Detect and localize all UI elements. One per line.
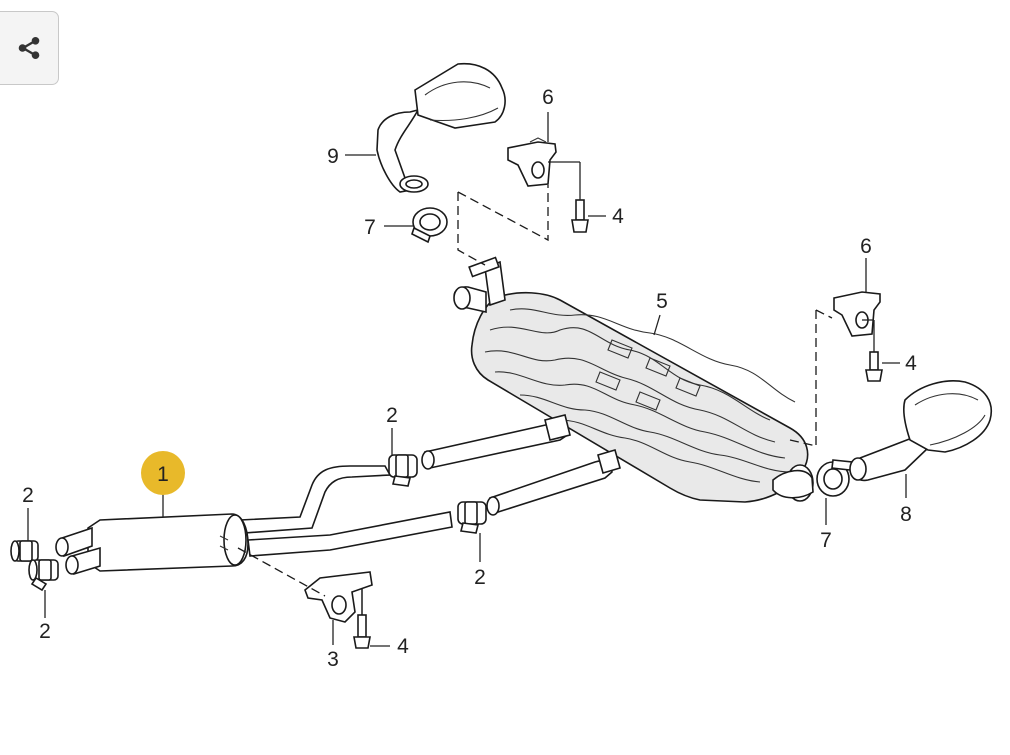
bolt-lower-front[interactable] (353, 588, 371, 649)
hanger-upper-left[interactable] (507, 137, 557, 187)
callout-4-upper-right[interactable]: 4 (905, 352, 917, 375)
callout-9[interactable]: 9 (327, 145, 339, 168)
hanger-upper-right[interactable] (833, 291, 881, 337)
callout-2-upper-pipe[interactable]: 2 (386, 404, 398, 427)
callout-1[interactable]: 1 (157, 463, 169, 486)
share-icon (18, 37, 40, 59)
highlight-marker[interactable] (141, 451, 185, 495)
callout-8[interactable]: 8 (900, 503, 912, 526)
clamp-front-left-upper[interactable] (10, 540, 39, 562)
clamp-front-left-lower[interactable] (28, 559, 59, 592)
leader-lines (27, 112, 907, 647)
clamp-upper-pipe[interactable] (388, 454, 418, 487)
tailpipe-trim-right[interactable] (849, 380, 992, 482)
clamp-lower-pipe[interactable] (457, 501, 487, 534)
callout-2-front-lower[interactable]: 2 (39, 620, 51, 643)
callout-4-upper-left[interactable]: 4 (612, 205, 624, 228)
callout-7-right[interactable]: 7 (820, 529, 832, 552)
callout-6-left[interactable]: 6 (542, 86, 554, 109)
callout-5[interactable]: 5 (656, 290, 668, 313)
clamp-tailpipe-left[interactable] (411, 207, 448, 244)
clamp-tailpipe-right[interactable] (816, 459, 853, 497)
callout-3[interactable]: 3 (327, 648, 339, 671)
rear-silencer[interactable] (453, 256, 814, 503)
front-bracket[interactable] (304, 571, 373, 623)
callout-7-left[interactable]: 7 (364, 216, 376, 239)
callout-2-lower-pipe[interactable]: 2 (474, 566, 486, 589)
callout-6-right[interactable]: 6 (860, 235, 872, 258)
bolt-upper-left[interactable] (571, 199, 589, 233)
tailpipe-trim-left[interactable] (376, 62, 506, 193)
intermediate-pipes[interactable] (238, 414, 621, 557)
bolt-upper-right[interactable] (865, 351, 883, 382)
callout-2-front-upper[interactable]: 2 (22, 484, 34, 507)
assembly-lines (237, 161, 875, 597)
front-silencer[interactable] (55, 513, 249, 576)
callout-4-lower[interactable]: 4 (397, 635, 409, 658)
share-button[interactable] (0, 11, 59, 85)
